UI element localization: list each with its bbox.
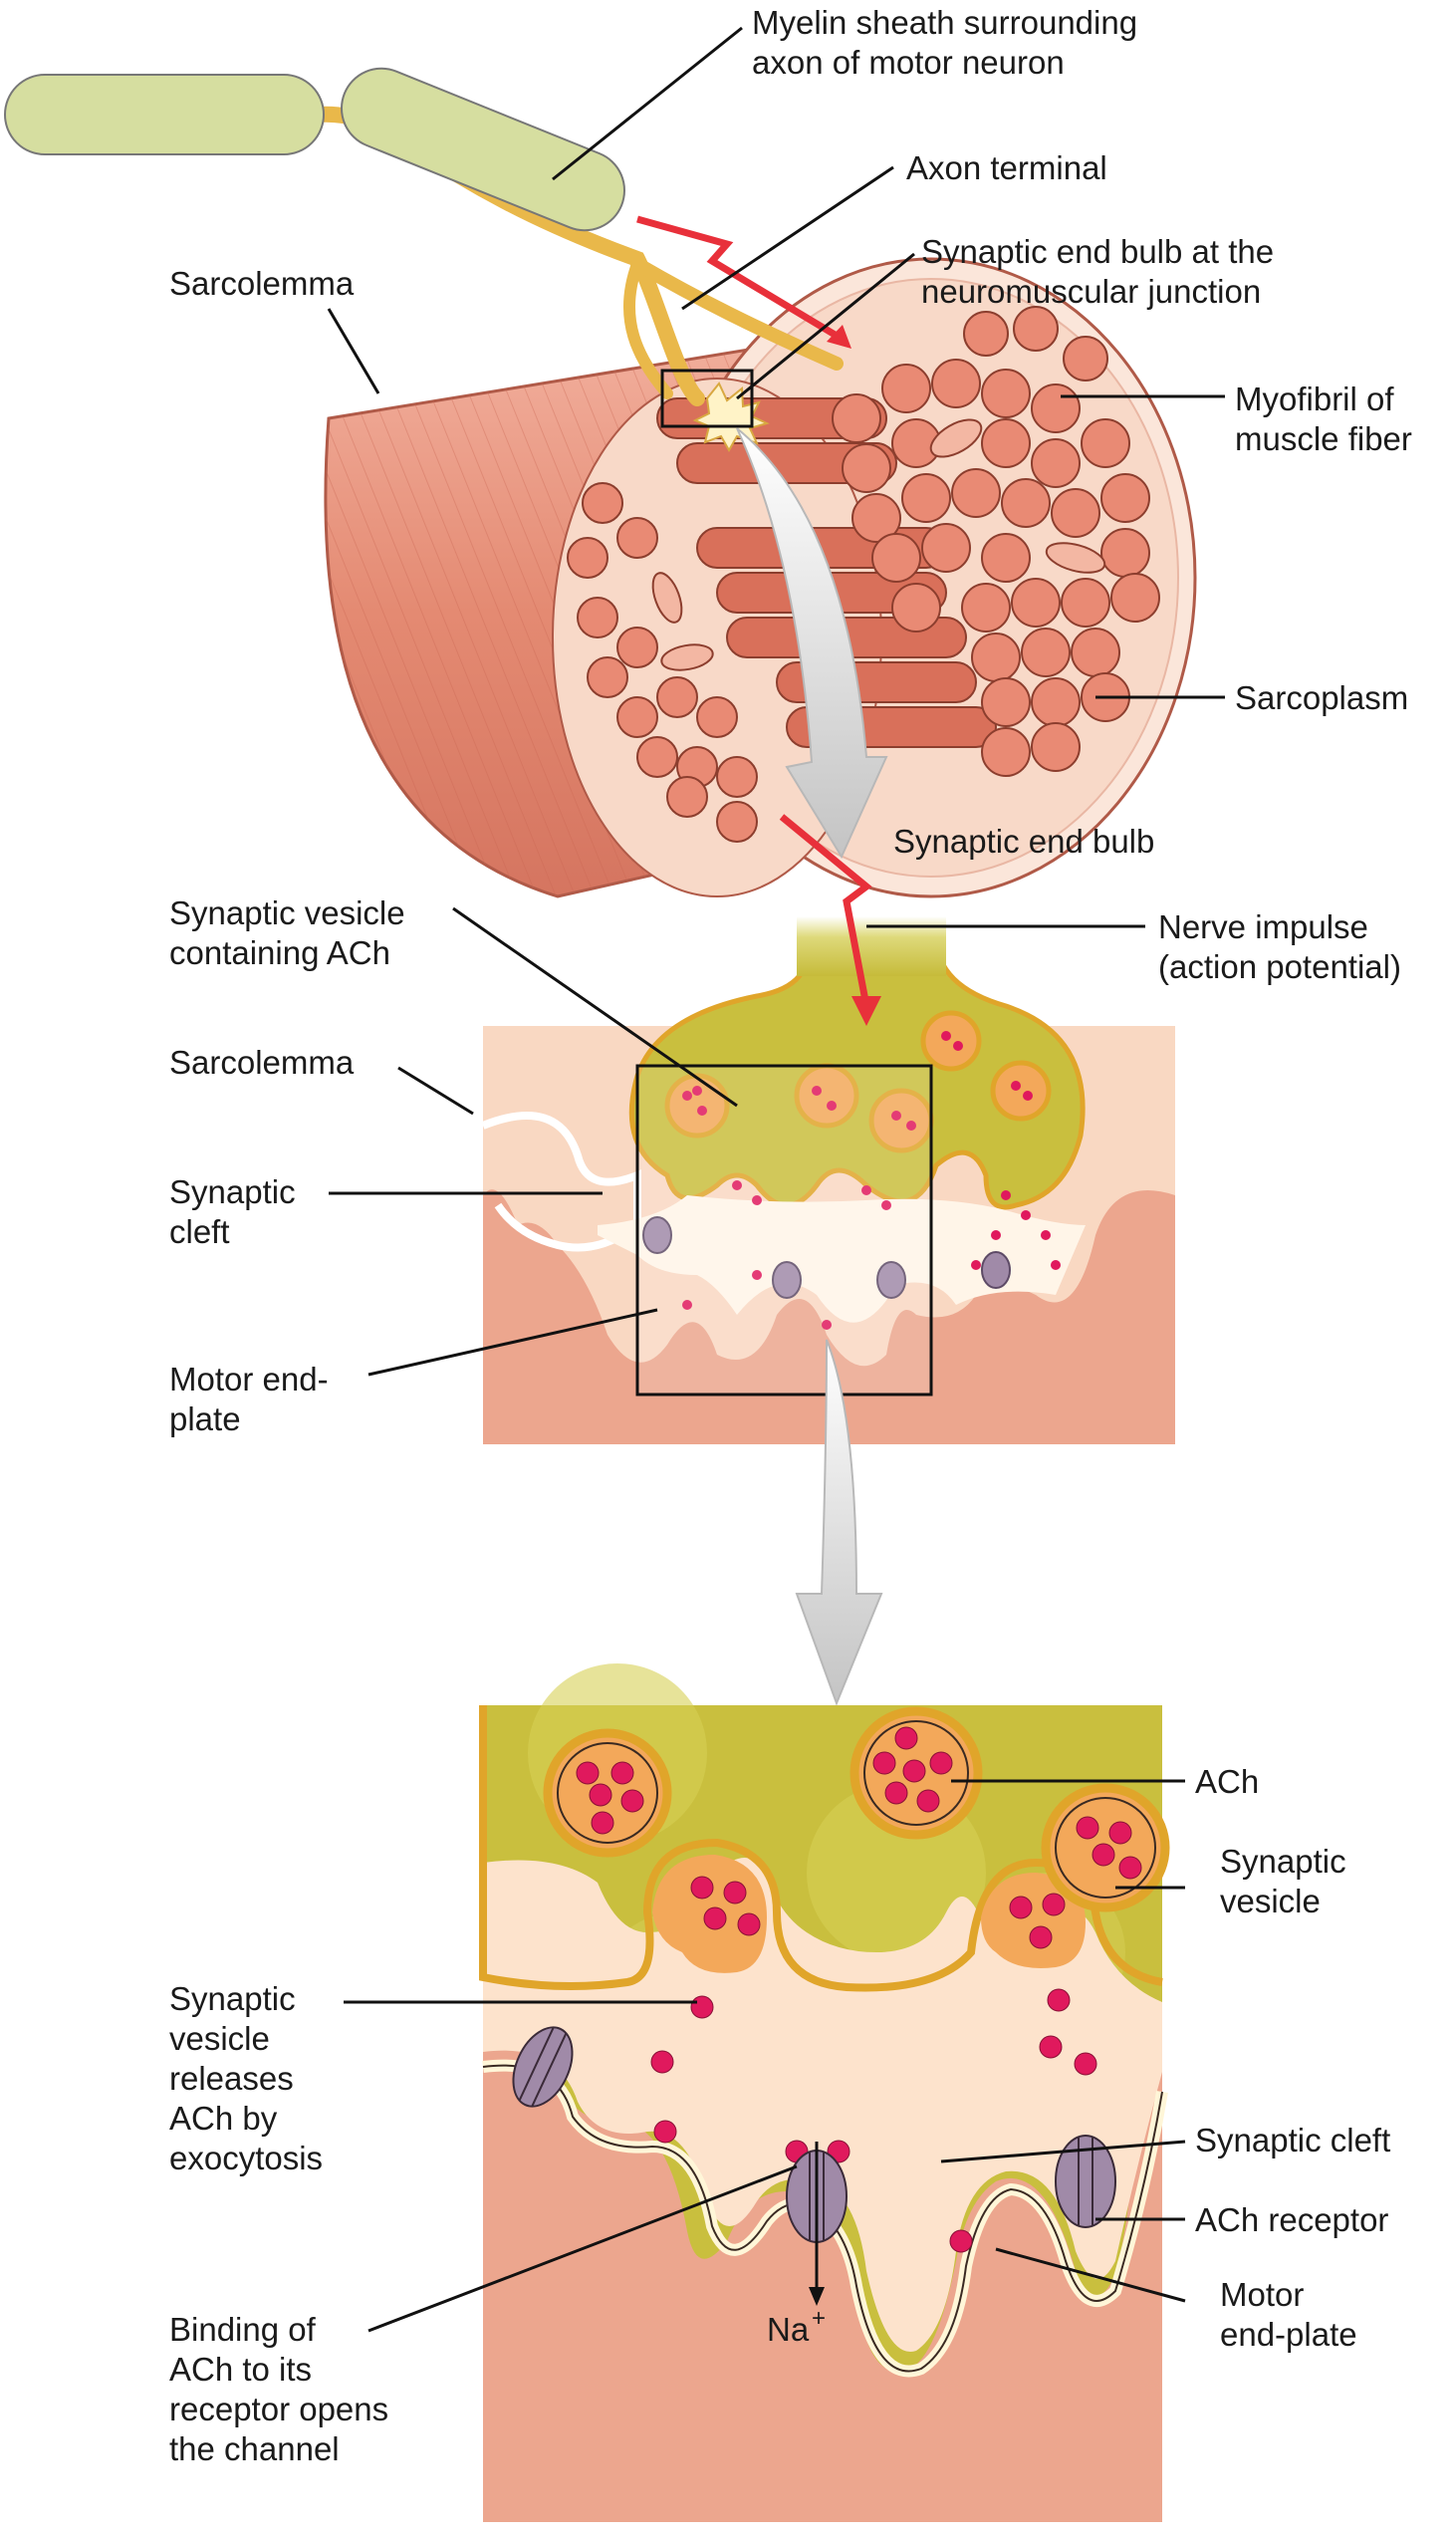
label-sarcoplasm: Sarcoplasm	[1235, 679, 1408, 716]
middle-panel	[481, 814, 1175, 1444]
ach-receptors-middle	[642, 1216, 1011, 1299]
label-na-sup: +	[812, 2305, 826, 2332]
label-myofibril: Myofibril of	[1235, 381, 1394, 417]
label-cleft-bottom: Synaptic cleft	[1195, 2122, 1390, 2158]
label-nerve-impulse: Nerve impulse	[1158, 908, 1368, 945]
label-axon-terminal: Axon terminal	[906, 149, 1107, 186]
label-end-plate-mid: Motor end-	[169, 1361, 329, 1397]
label-sarcolemma-mid: Sarcolemma	[169, 1044, 355, 1081]
label-vesicle-2: vesicle	[1220, 1883, 1321, 1919]
zoom-box-middle	[635, 1064, 933, 1396]
label-end-bulb-nmj: Synaptic end bulb at the	[921, 233, 1274, 270]
label-myelin-2: axon of motor neuron	[752, 44, 1065, 81]
myelin-segment	[4, 74, 325, 155]
bottom-panel	[479, 1663, 1170, 2522]
label-vesicle-ach: Synaptic vesicle	[169, 894, 405, 931]
label-end-plate-bottom: Motor	[1220, 2276, 1304, 2313]
myofibril-cross-sections	[567, 306, 1160, 843]
label-sarcolemma-top: Sarcolemma	[169, 265, 355, 302]
nerve-impulse-arrow-top	[636, 215, 844, 343]
label-vesicle: Synaptic	[1220, 1843, 1346, 1880]
motor-neuron-axon	[4, 67, 844, 453]
zoom-arrow-1	[736, 427, 888, 860]
label-binding-4: the channel	[169, 2430, 340, 2467]
zoom-box-top	[660, 369, 754, 428]
label-end-plate-mid-2: plate	[169, 1400, 241, 1437]
label-na: Na	[767, 2311, 810, 2348]
label-receptor: ACh receptor	[1195, 2201, 1388, 2238]
nerve-impulse-arrow-mid	[779, 814, 872, 1007]
ach-molecules-bottom	[576, 1726, 1142, 2253]
ach-dots-middle	[682, 1031, 1061, 1330]
label-binding-3: receptor opens	[169, 2391, 388, 2427]
muscle-fiber-illustration	[324, 257, 1197, 898]
myelin-segment	[341, 67, 625, 232]
label-cleft-mid: Synaptic	[169, 1173, 296, 1210]
label-vesicle-ach-2: containing ACh	[169, 934, 390, 971]
label-myofibril-2: muscle fiber	[1235, 420, 1412, 457]
zoom-arrow-2	[795, 1339, 883, 1706]
label-releases-4: ACh by	[169, 2100, 278, 2137]
label-ach: ACh	[1195, 1763, 1259, 1800]
label-releases-5: exocytosis	[169, 2140, 323, 2176]
label-releases-3: releases	[169, 2060, 294, 2097]
label-end-plate-bottom-2: end-plate	[1220, 2316, 1357, 2353]
label-synaptic-end-bulb: Synaptic end bulb	[893, 823, 1154, 860]
label-myelin: Myelin sheath surrounding	[752, 4, 1137, 41]
label-binding: Binding of	[169, 2311, 317, 2348]
label-nerve-impulse-2: (action potential)	[1158, 948, 1401, 985]
label-releases: Synaptic	[169, 1980, 296, 2017]
label-cleft-mid-2: cleft	[169, 1213, 230, 1250]
label-releases-2: vesicle	[169, 2020, 270, 2057]
leader-lines	[327, 26, 1225, 2333]
vesicles-middle	[664, 1010, 1052, 1153]
labels: Myelin sheath surrounding axon of motor …	[169, 4, 1412, 2467]
label-end-bulb-nmj-2: neuromuscular junction	[921, 273, 1261, 310]
label-binding-2: ACh to its	[169, 2351, 312, 2388]
